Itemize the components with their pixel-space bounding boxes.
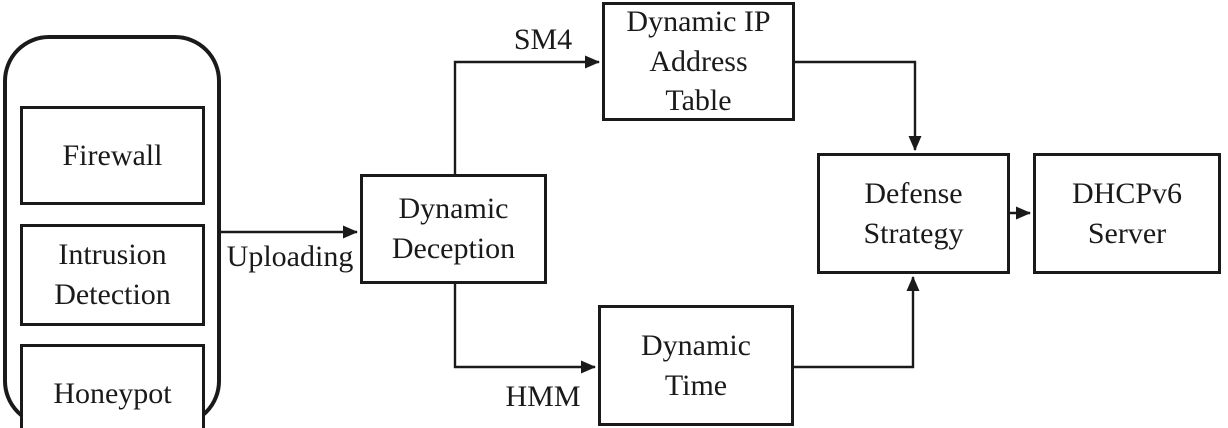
node-dynamic-deception: Dynamic Deception: [360, 174, 547, 284]
edge-sm4: [453, 55, 600, 174]
node-firewall: Firewall: [20, 106, 205, 205]
node-dynamic-time: Dynamic Time: [598, 305, 794, 426]
edge-ip-to-defense: [794, 60, 922, 151]
security-sensors-group: Firewall Intrusion Detection Honeypot: [3, 35, 221, 428]
node-honeypot: Honeypot: [20, 344, 205, 428]
edge-label-uploading: Uploading: [226, 240, 354, 273]
node-defense-strategy: Defense Strategy: [817, 153, 1010, 274]
edge-label-sm4: SM4: [513, 23, 573, 56]
node-intrusion-detection: Intrusion Detection: [20, 224, 205, 326]
edge-label-hmm: HMM: [505, 380, 581, 413]
node-dynamic-ip-address-table: Dynamic IP Address Table: [602, 2, 795, 121]
edge-time-to-defense: [794, 276, 920, 369]
edge-hmm: [453, 284, 596, 374]
node-dhcpv6-server: DHCPv6 Server: [1033, 153, 1221, 274]
